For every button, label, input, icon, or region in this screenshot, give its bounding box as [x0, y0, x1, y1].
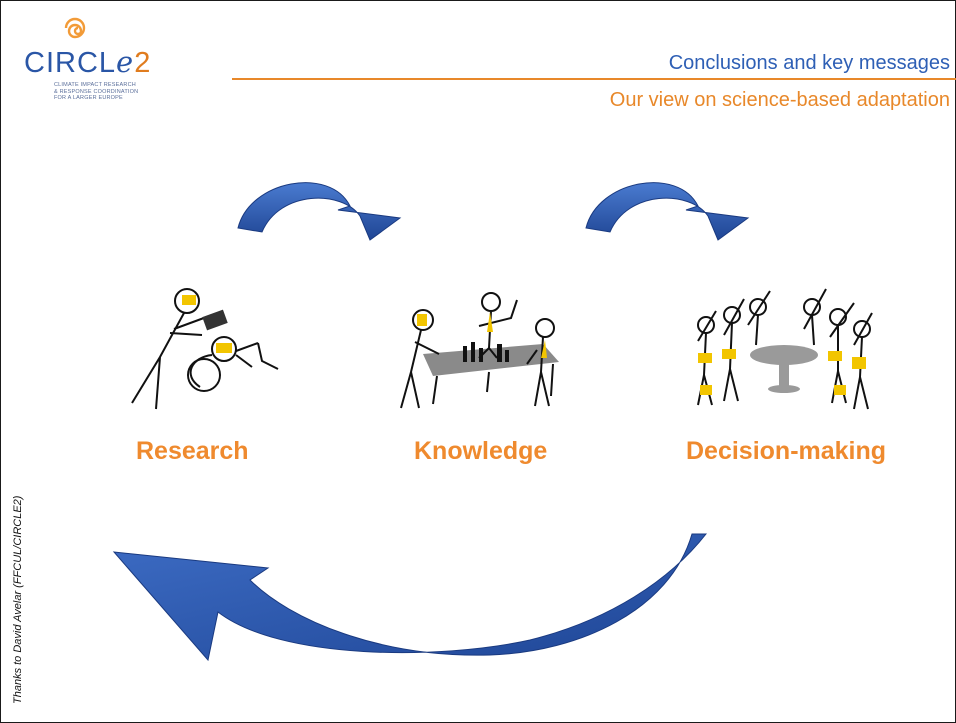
knowledge-illustration — [400, 292, 559, 409]
page-subtitle: Our view on science-based adaptation — [609, 89, 950, 111]
research-illustration — [131, 288, 279, 410]
decision-making-illustration — [697, 288, 873, 410]
logo-tagline: CLIMATE IMPACT RESEARCH & RESPONSE COORD… — [54, 82, 139, 102]
header-divider — [232, 78, 956, 80]
swirl-icon — [64, 17, 86, 39]
arrow-knowledge-to-decision — [585, 182, 750, 241]
arrow-decision-to-research — [112, 533, 708, 662]
stage-label-research: Research — [136, 437, 249, 465]
logo-wordmark: CIRCLℯ2 — [24, 47, 152, 79]
arrow-research-to-knowledge — [237, 182, 402, 241]
side-credit: Thanks to David Avelar (FFCUL/CIRCLE2) — [12, 495, 24, 704]
stage-label-knowledge: Knowledge — [414, 437, 548, 465]
circle2-logo: CIRCLℯ2 CLIMATE IMPACT RESEARCH & RESPON… — [18, 14, 208, 104]
stage-label-decision-making: Decision-making — [686, 437, 887, 465]
page-title: Conclusions and key messages — [668, 52, 950, 74]
